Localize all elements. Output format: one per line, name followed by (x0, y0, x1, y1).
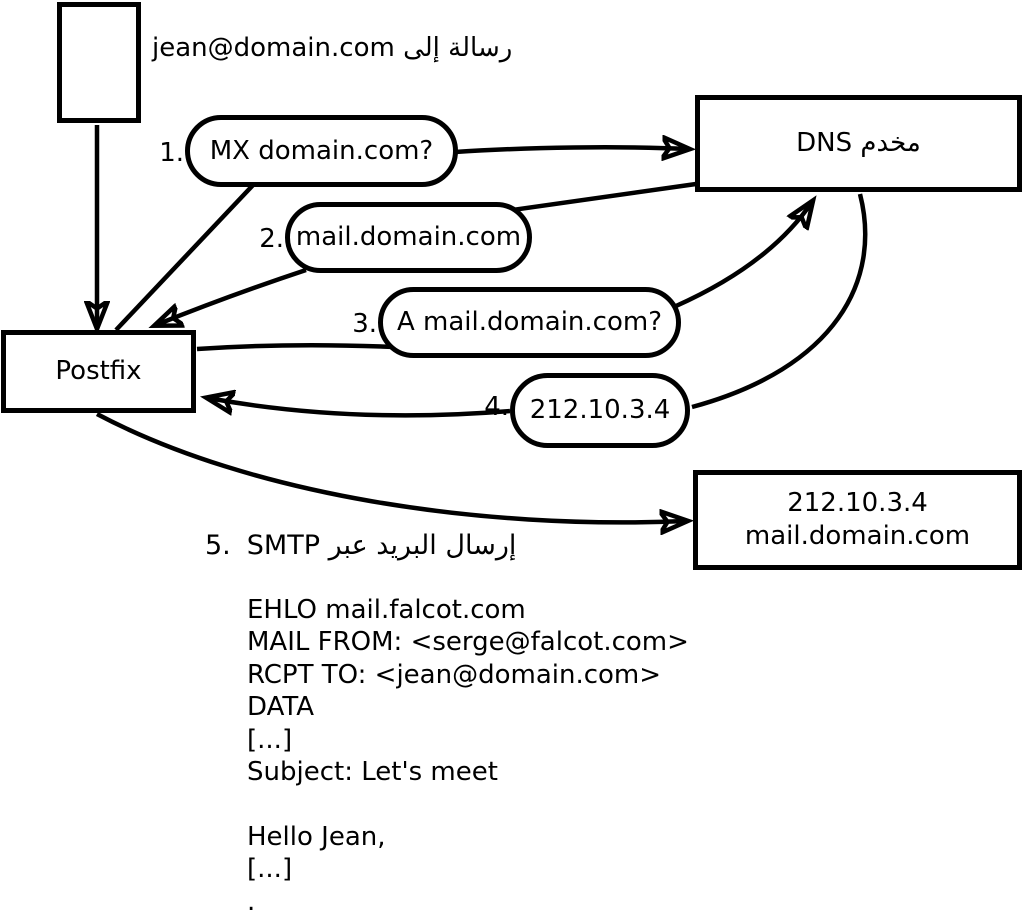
postfix-to-pill1-line (114, 182, 256, 332)
step2-label: mail.domain.com (295, 222, 522, 252)
postfix-to-mailserver-arrow (95, 412, 686, 522)
postfix-label: Postfix (55, 356, 142, 386)
mail-server-ip: 212.10.3.4 (787, 488, 928, 518)
mail-server-node: 212.10.3.4 mail.domain.com (693, 470, 1022, 570)
step4-a-answer-pill: 212.10.3.4 (510, 373, 690, 448)
pill1-to-dns-arrow (454, 147, 688, 152)
message-title: رسالة إلى jean@domain.com (152, 33, 513, 63)
step1-mx-query-pill: MX domain.com? (185, 115, 458, 187)
mail-server-hostname: mail.domain.com (744, 521, 971, 551)
step2-mx-answer-pill: mail.domain.com (285, 202, 532, 273)
step2-number: 2. (259, 224, 284, 254)
sender-envelope (57, 2, 141, 123)
step1-label: MX domain.com? (209, 135, 434, 166)
dns-server-label: مخدم DNS (796, 128, 921, 158)
step3-label: A mail.domain.com? (397, 307, 662, 337)
dns-to-pill4-line (691, 193, 868, 410)
pill4-to-postfix-arrow (208, 398, 511, 418)
dns-to-pill2-line (497, 181, 697, 215)
step4-number: 4. (484, 392, 509, 422)
dns-server-node: مخدم DNS (695, 95, 1022, 192)
step3-a-query-pill: A mail.domain.com? (378, 287, 681, 358)
step3-number: 3. (352, 309, 377, 339)
step5-number: 5. (205, 530, 231, 561)
step4-label: 212.10.3.4 (529, 395, 671, 425)
postfix-node: Postfix (1, 330, 196, 413)
postfix-to-pill3-line (196, 342, 416, 352)
pill3-to-dns-arrow (675, 202, 812, 309)
step1-number: 1. (159, 138, 184, 168)
pill2-to-postfix-arrow (156, 267, 307, 325)
smtp-session-transcript: EHLO mail.falcot.com MAIL FROM: <serge@f… (247, 595, 689, 917)
step5-smtp-caption: 5. إرسال البريد عبر SMTP (205, 530, 516, 561)
step5-label: إرسال البريد عبر SMTP (246, 530, 517, 561)
